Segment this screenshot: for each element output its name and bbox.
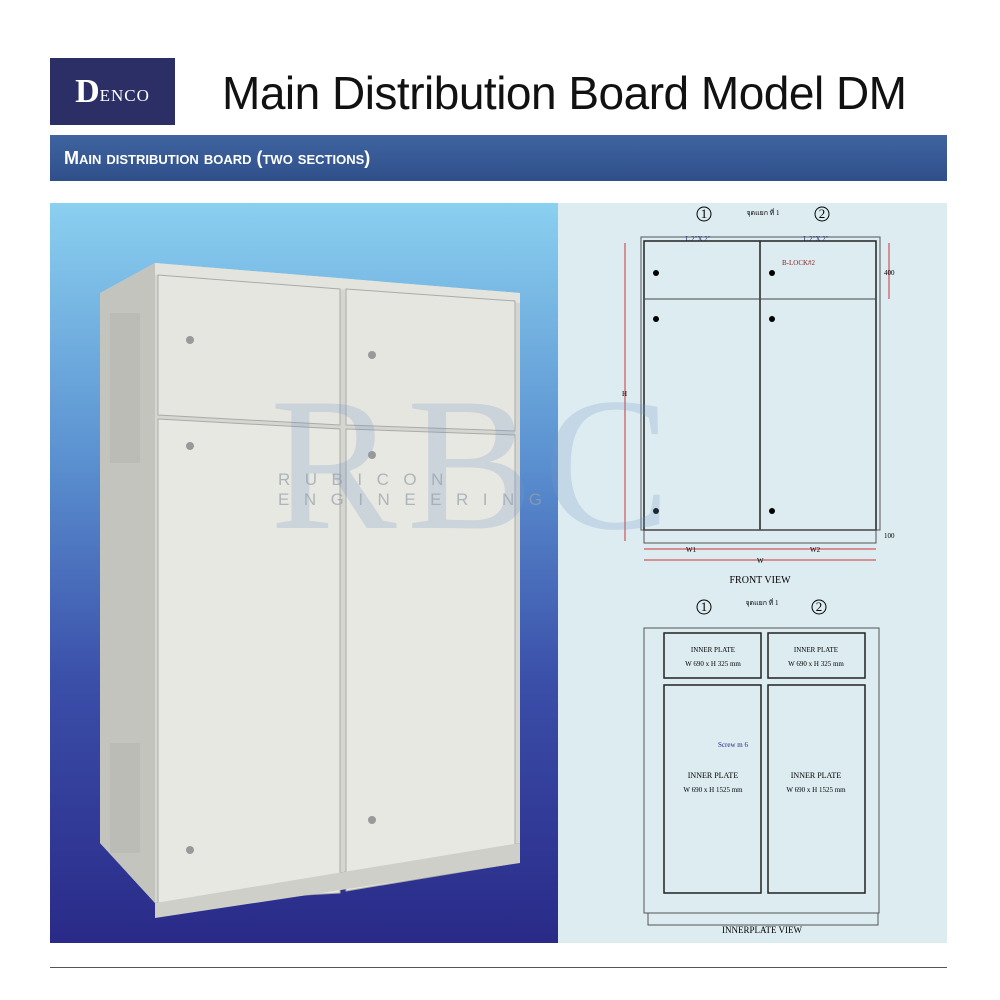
inner-view-top-plate-title: INNER PLATE [794, 646, 838, 654]
inner-view-main-plate-size-1: W 690 x H 1525 mm [683, 786, 743, 794]
cabinet-photo [50, 203, 558, 943]
page-title: Main Distribution Board Model DM [222, 67, 907, 119]
innerplate-view-caption: INNERPLATE VIEW [722, 925, 803, 935]
front-view-dim-w1: W1 [686, 546, 697, 554]
front-view-top-label: L 2"X 2" [685, 235, 710, 243]
front-view-dim-w2: W2 [810, 546, 821, 554]
front-view-joint-note: จุดแยก ที่ 1 [746, 208, 780, 217]
inner-view-main-plate-size-2: W 690 x H 1525 mm [786, 786, 846, 794]
front-view-dim-w: W [757, 557, 764, 565]
technical-drawings: 1 2 จุดแยก ที่ 1 L 2"X 2" L 2"X 2" B-LOC… [558, 203, 947, 943]
front-view-dim-base: 100 [884, 532, 895, 540]
inner-view-section-2: 2 [816, 599, 823, 614]
front-view-drawing: 1 2 จุดแยก ที่ 1 L 2"X 2" L 2"X 2" B-LOC… [622, 206, 895, 586]
section-2-label: 2 [819, 206, 826, 221]
front-view-caption: FRONT VIEW [729, 575, 791, 586]
inner-view-top-plate-size-2: W 690 x H 325 mm [788, 660, 844, 668]
inner-view-main-plate-title: INNER PLATE [791, 771, 842, 780]
inner-view-main-plate-title: INNER PLATE [688, 771, 739, 780]
section-1-label: 1 [701, 206, 708, 221]
front-view-dim-top: 400 [884, 269, 895, 277]
inner-view-top-plate-title: INNER PLATE [691, 646, 735, 654]
footer-divider [50, 967, 947, 968]
inner-view-joint-note: จุดแยก ที่ 1 [745, 598, 779, 607]
front-view-lock-label: B-LOCK#2 [782, 259, 816, 267]
inner-view-top-plate-size-1: W 690 x H 325 mm [685, 660, 741, 668]
inner-view-section-1: 1 [701, 599, 708, 614]
logo-rest: ENCO [99, 85, 150, 105]
innerplate-view-drawing: 1 2 จุดแยก ที่ 1 INNER PLATE W 690 x H 3… [643, 598, 880, 935]
front-view-top-label: L 2"X 2" [803, 235, 828, 243]
section-banner: Main distribution board (two sections) [50, 135, 947, 181]
inner-view-screw-label: Screw m 6 [718, 741, 748, 749]
logo-initial: D [75, 72, 100, 110]
front-view-dim-h: H [622, 390, 627, 398]
